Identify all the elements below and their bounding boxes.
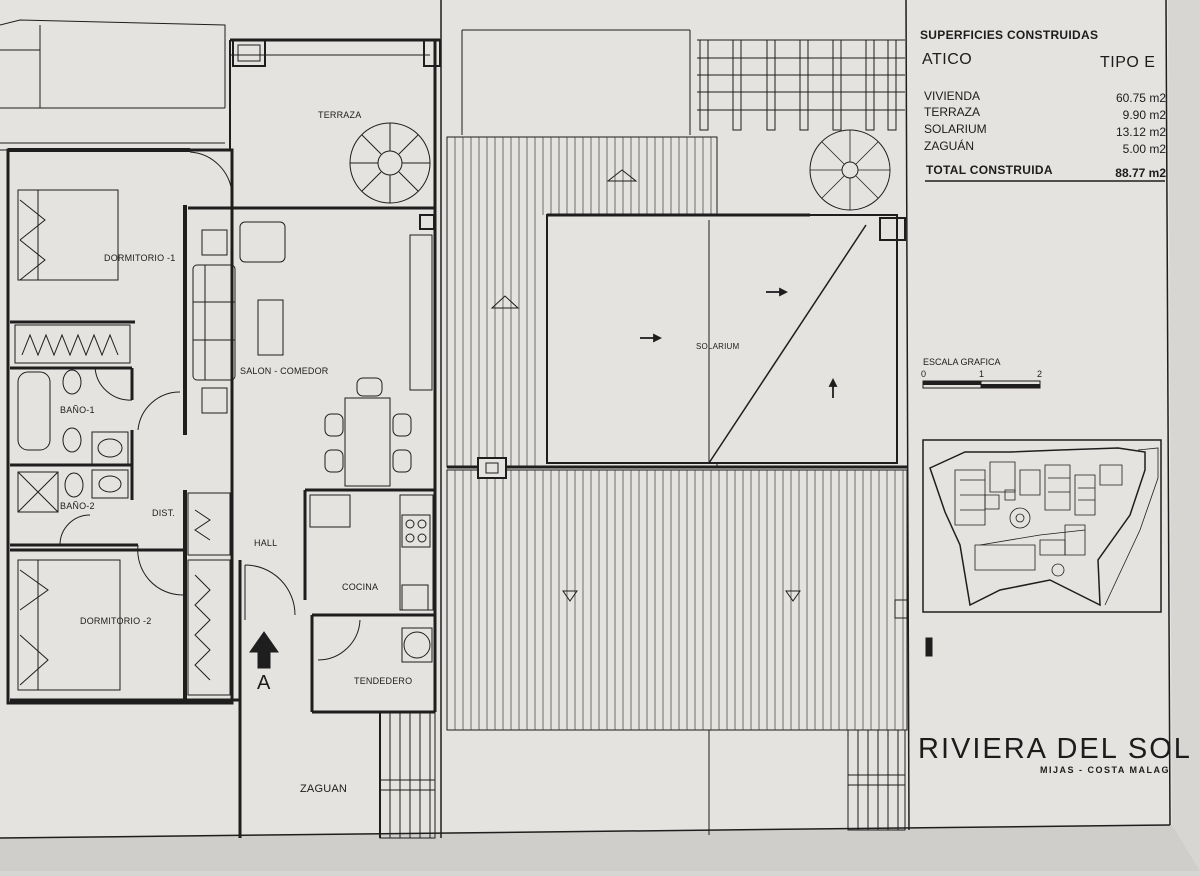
bathtub xyxy=(18,372,50,450)
hob xyxy=(402,515,430,547)
area-row-value: 60.75 m2 xyxy=(1115,91,1166,105)
washer xyxy=(404,632,430,658)
slope-arrow xyxy=(608,170,636,181)
room-dormitorio-1: DORMITORIO -1 xyxy=(104,253,176,263)
project-location: MIJAS - COSTA MALAG xyxy=(1040,765,1170,775)
sheet-divider-right xyxy=(906,0,909,830)
scale-bar xyxy=(923,381,1040,388)
pergola xyxy=(697,40,905,130)
paper-shadow xyxy=(0,825,1200,871)
spiral-stair-steps xyxy=(350,123,430,203)
project-title: RIVIERA DEL SOL xyxy=(918,733,1192,765)
area-row-value: 5.00 m2 xyxy=(1122,142,1166,156)
roof-hatch-bottom xyxy=(455,470,903,730)
area-row-label: TERRAZA xyxy=(924,105,981,119)
room-zaguan: ZAGUAN xyxy=(300,783,348,795)
wardrobe-2 xyxy=(188,493,230,555)
drain xyxy=(478,458,506,478)
solarium-arrows xyxy=(640,289,836,398)
counter xyxy=(310,495,350,527)
entry-marker: A xyxy=(257,672,271,694)
area-row-value: 9.90 m2 xyxy=(1122,108,1166,122)
dining-table xyxy=(345,398,390,486)
floor-label: ATICO xyxy=(922,51,973,68)
coffee-table xyxy=(258,300,283,355)
total-value: 88.77 m2 xyxy=(1115,166,1166,180)
room-terraza: TERRAZA xyxy=(318,110,362,120)
scale-tick: 1 xyxy=(979,369,985,379)
room-bano-1: BAÑO-1 xyxy=(60,405,95,415)
site-plan-map xyxy=(930,448,1158,605)
area-row-value: 13.12 m2 xyxy=(1115,125,1166,139)
stair-hatch-right xyxy=(848,730,905,830)
room-hall: HALL xyxy=(254,538,278,548)
column-small xyxy=(420,215,434,229)
kitchen-sink xyxy=(402,585,428,610)
room-salon-comedor: SALON - COMEDOR xyxy=(240,366,329,376)
column-right xyxy=(424,40,440,66)
roof-hatch-top xyxy=(455,137,711,467)
neighbor-roof xyxy=(0,20,225,108)
area-row-label: VIVIENDA xyxy=(924,89,981,103)
scale-tick: 2 xyxy=(1037,369,1043,379)
door-arc xyxy=(190,152,232,195)
wardrobe-1 xyxy=(15,325,130,363)
scale-tick: 0 xyxy=(921,369,927,379)
column xyxy=(233,40,265,66)
area-row-label: ZAGUÁN xyxy=(924,139,975,153)
sheet-bottom xyxy=(0,825,1170,838)
cabinet xyxy=(410,235,432,390)
type-label: TIPO E xyxy=(1100,54,1156,71)
room-cocina: COCINA xyxy=(342,582,379,592)
site-plan-frame xyxy=(923,440,1161,612)
room-dormitorio-2: DORMITORIO -2 xyxy=(80,616,152,626)
armchair xyxy=(240,222,285,262)
entry-arrow xyxy=(250,632,278,668)
sofa xyxy=(193,265,235,380)
toilet-1 xyxy=(62,369,82,395)
sink-1 xyxy=(97,438,123,458)
shower xyxy=(18,472,58,512)
toilet-2 xyxy=(64,472,84,498)
area-row-label: SOLARIUM xyxy=(924,122,987,136)
scale-label: ESCALA GRAFICA xyxy=(923,357,1001,367)
solarium-area xyxy=(547,215,897,463)
zaguan-stairs xyxy=(380,712,435,838)
total-label: TOTAL CONSTRUIDA xyxy=(926,163,1053,177)
sheet-edge-right xyxy=(1166,0,1170,825)
room-dist: DIST. xyxy=(152,508,176,518)
room-solarium: SOLARIUM xyxy=(696,342,740,351)
area-table-heading: SUPERFICIES CONSTRUIDAS xyxy=(920,28,1099,42)
column-inner xyxy=(238,45,260,61)
north-mark xyxy=(926,638,932,656)
room-bano-2: BAÑO-2 xyxy=(60,501,95,511)
sink-2 xyxy=(98,475,122,493)
solarium-diagonal xyxy=(709,225,866,463)
room-tendedero: TENDEDERO xyxy=(354,676,413,686)
